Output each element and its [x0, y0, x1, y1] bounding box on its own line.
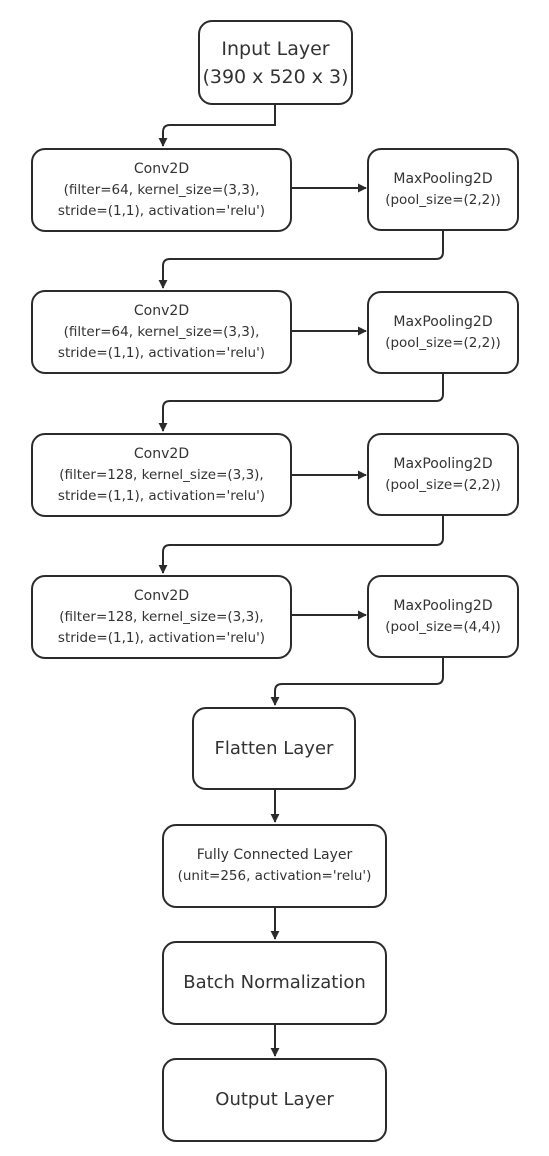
maxpooling2d-node-1: MaxPooling2D (pool_size=(2,2)) [367, 148, 519, 231]
maxpooling2d-title: MaxPooling2D [393, 597, 493, 614]
input-layer-title: Input Layer [221, 37, 330, 60]
maxpooling2d-params: (pool_size=(4,4)) [385, 618, 501, 635]
output-layer-node: Output Layer [162, 1058, 387, 1142]
conv2d-node-2: Conv2D (filter=64, kernel_size=(3,3), st… [31, 290, 292, 374]
conv2d-params: (filter=64, kernel_size=(3,3), [63, 181, 260, 198]
edge-pool3-to-conv4 [158, 516, 444, 574]
fully-connected-params: (unit=256, activation='relu') [177, 868, 372, 884]
maxpooling2d-title: MaxPooling2D [393, 455, 493, 472]
conv2d-params-2: stride=(1,1), activation='relu') [57, 629, 266, 646]
conv2d-node-3: Conv2D (filter=128, kernel_size=(3,3), s… [31, 433, 292, 517]
edge-pool4-to-flatten [270, 657, 444, 706]
conv2d-params-2: stride=(1,1), activation='relu') [57, 344, 266, 361]
conv2d-params: (filter=128, kernel_size=(3,3), [59, 466, 264, 483]
maxpooling2d-params: (pool_size=(2,2)) [385, 191, 501, 208]
input-layer-node: Input Layer (390 x 520 x 3) [198, 20, 353, 105]
flatten-layer-node: Flatten Layer [192, 707, 356, 790]
maxpooling2d-title: MaxPooling2D [393, 313, 493, 330]
maxpooling2d-node-3: MaxPooling2D (pool_size=(2,2)) [367, 433, 519, 516]
maxpooling2d-title: MaxPooling2D [393, 170, 493, 187]
maxpooling2d-params: (pool_size=(2,2)) [385, 476, 501, 493]
conv2d-params: (filter=64, kernel_size=(3,3), [63, 323, 260, 340]
conv2d-title: Conv2D [133, 445, 190, 462]
conv2d-title: Conv2D [133, 587, 190, 604]
maxpooling2d-node-2: MaxPooling2D (pool_size=(2,2)) [367, 291, 519, 374]
conv2d-node-1: Conv2D (filter=64, kernel_size=(3,3), st… [31, 148, 292, 232]
conv2d-params-2: stride=(1,1), activation='relu') [57, 487, 266, 504]
edge-input-to-conv1 [158, 105, 276, 147]
conv2d-title: Conv2D [133, 160, 190, 177]
conv2d-title: Conv2D [133, 302, 190, 319]
output-layer-label: Output Layer [215, 1089, 334, 1110]
conv2d-node-4: Conv2D (filter=128, kernel_size=(3,3), s… [31, 575, 292, 659]
maxpooling2d-params: (pool_size=(2,2)) [385, 334, 501, 351]
maxpooling2d-node-4: MaxPooling2D (pool_size=(4,4)) [367, 575, 519, 658]
edge-pool2-to-conv3 [158, 374, 444, 432]
batch-normalization-node: Batch Normalization [162, 941, 387, 1025]
batch-normalization-label: Batch Normalization [183, 972, 366, 993]
fully-connected-layer-node: Fully Connected Layer (unit=256, activat… [162, 824, 387, 908]
input-layer-shape: (390 x 520 x 3) [202, 65, 349, 88]
edge-pool1-to-conv2 [158, 231, 444, 289]
flatten-layer-label: Flatten Layer [214, 737, 334, 759]
conv2d-params: (filter=128, kernel_size=(3,3), [59, 608, 264, 625]
conv2d-params-2: stride=(1,1), activation='relu') [57, 202, 266, 219]
fully-connected-title: Fully Connected Layer [196, 847, 353, 863]
